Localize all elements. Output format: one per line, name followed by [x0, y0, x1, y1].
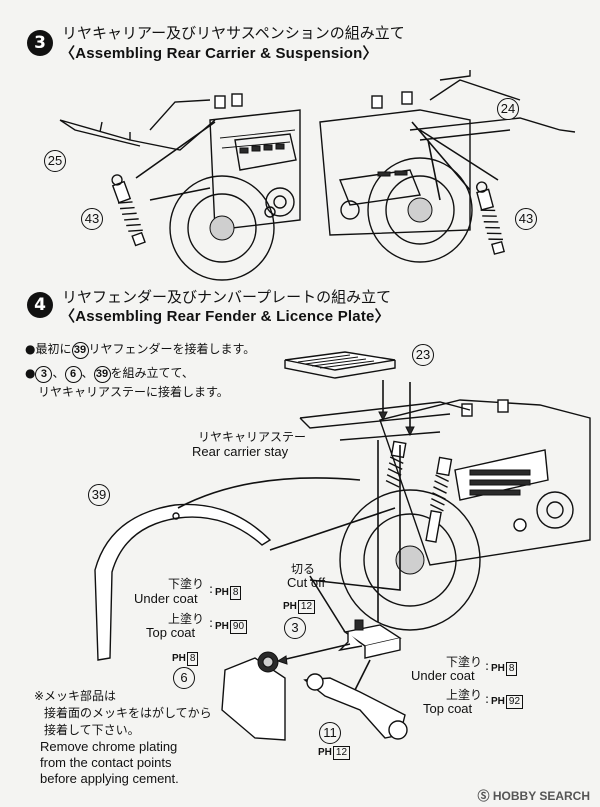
part-callout-11: 11	[319, 722, 341, 744]
step-3-title-jp: リヤキャリアー及びリヤサスペンションの組み立て	[62, 24, 405, 42]
part-callout-23: 23	[412, 344, 434, 366]
paint-right-top-en: Top coat	[423, 701, 473, 716]
cut-label-en: Cut off	[287, 575, 326, 590]
watermark-logo-icon: Ⓢ	[477, 789, 490, 803]
watermark: Ⓢ HOBBY SEARCH	[477, 789, 590, 803]
paint-left-top-en: Top coat	[146, 625, 196, 640]
step-4-title-en: 〈Assembling Rear Fender & Licence Plate〉	[60, 308, 390, 325]
step-4-diagram	[94, 351, 591, 741]
cut-label-jp: 切る	[291, 562, 316, 576]
part-callout-3: 3	[284, 617, 306, 639]
part-callout-6: 6	[173, 667, 195, 689]
paint-left-top-jp: 上塗り	[168, 612, 205, 626]
part-ref-6: 6	[64, 366, 82, 383]
step-3-title-en: 〈Assembling Rear Carrier & Suspension〉	[60, 45, 378, 62]
part-callout-24: 24	[497, 98, 519, 120]
paint-right-under-jp: 下塗り	[446, 655, 483, 669]
bullet-icon: ●	[25, 366, 36, 380]
right-scooter-drawing	[319, 70, 576, 263]
bracket-3-drawing	[309, 575, 402, 659]
step-3-diagram	[59, 70, 576, 281]
rear-carrier-23-drawing	[284, 351, 396, 379]
part-callout-43-right: 43	[515, 208, 537, 230]
part-callout-39: 39	[88, 484, 110, 506]
stay-label-en: Rear carrier stay	[192, 444, 289, 459]
colon: :	[209, 616, 214, 630]
rear-carrier-stay-11-drawing	[303, 659, 408, 740]
paint-left-under-en: Under coat	[134, 591, 198, 606]
part-ref-39b: 39	[93, 366, 111, 383]
paint-left-under-jp: 下塗り	[168, 577, 205, 591]
part-callout-43-left: 43	[81, 208, 103, 230]
part-ref-39: 39	[71, 342, 89, 359]
part-ref-3: 3	[35, 366, 53, 383]
colon: :	[209, 582, 214, 596]
stay-label-jp: リヤキャリアステー	[198, 430, 307, 444]
colon: :	[485, 659, 490, 673]
step-3-badge: 3	[27, 30, 53, 56]
rear-fender-39-drawing	[94, 503, 272, 661]
step-4-title-jp: リヤフェンダー及びナンバープレートの組み立て	[62, 288, 392, 306]
chrome-plating-note: ※メッキ部品は 接着面のメッキをはがしてから 接着して下さい。 Remove c…	[34, 689, 212, 786]
step-4-badge: 4	[27, 292, 53, 318]
colon: :	[485, 692, 490, 706]
scooter-body-drawing	[299, 399, 591, 631]
left-scooter-drawing	[59, 93, 301, 281]
paint-right-top-jp: 上塗り	[446, 688, 483, 702]
part-callout-25: 25	[44, 150, 66, 172]
step-4-note-2-line-2: リヤキャリアステーに接着します。	[38, 385, 229, 399]
bullet-icon: ●	[25, 342, 36, 356]
paint-right-under-en: Under coat	[411, 668, 475, 683]
license-plate-6-drawing	[221, 643, 351, 741]
